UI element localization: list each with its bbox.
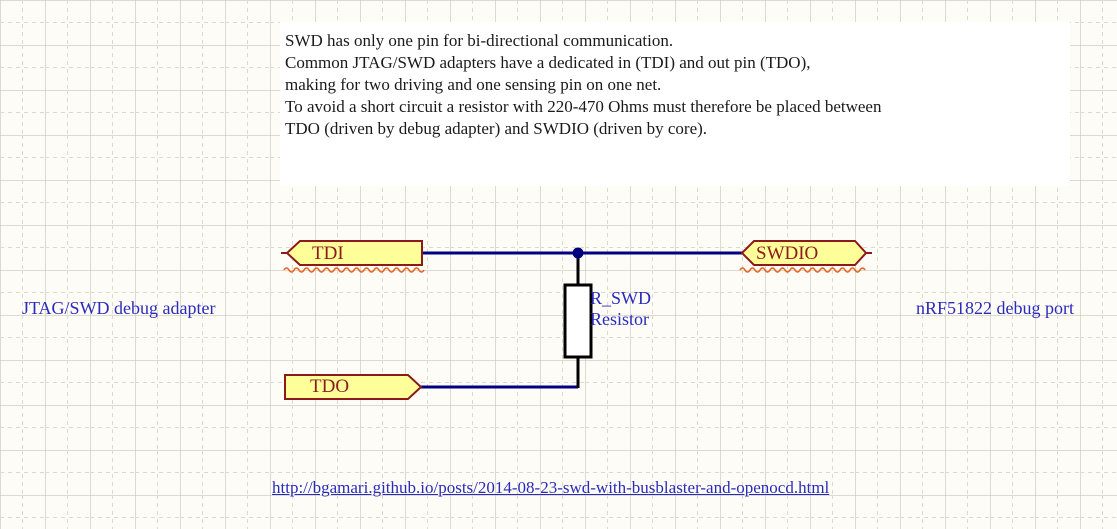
net-label-swdio-text: SWDIO [756,243,819,264]
resistor-designator: R_SWD [590,288,652,308]
resistor-label-group: R_SWD Resistor [590,288,651,330]
resistor-type: Resistor [590,309,650,329]
net-label-tdi[interactable] [285,240,423,266]
note-line-1: SWD has only one pin for bi-directional … [285,31,674,50]
net-label-tdi-text: TDI [312,243,344,264]
caption-debug-port: nRF51822 debug port [916,298,1075,318]
source-url-link[interactable]: http://bgamari.github.io/posts/2014-08-2… [272,478,830,497]
swdio-spellcheck-squiggle [739,267,866,273]
note-panel: SWD has only one pin for bi-directional … [280,22,1070,186]
tdi-spellcheck-squiggle [283,267,425,273]
note-line-4: To avoid a short circuit a resistor with… [285,97,882,116]
net-junction-dot [572,247,584,259]
note-line-3: making for two driving and one sensing p… [285,75,662,94]
note-line-5: TDO (driven by debug adapter) and SWDIO … [285,119,708,138]
note-line-2: Common JTAG/SWD adapters have a dedicate… [285,53,811,72]
caption-debug-adapter: JTAG/SWD debug adapter [22,298,216,318]
net-label-tdo[interactable] [284,374,423,400]
net-label-tdo-text: TDO [310,376,350,397]
resistor-body[interactable] [563,283,593,359]
